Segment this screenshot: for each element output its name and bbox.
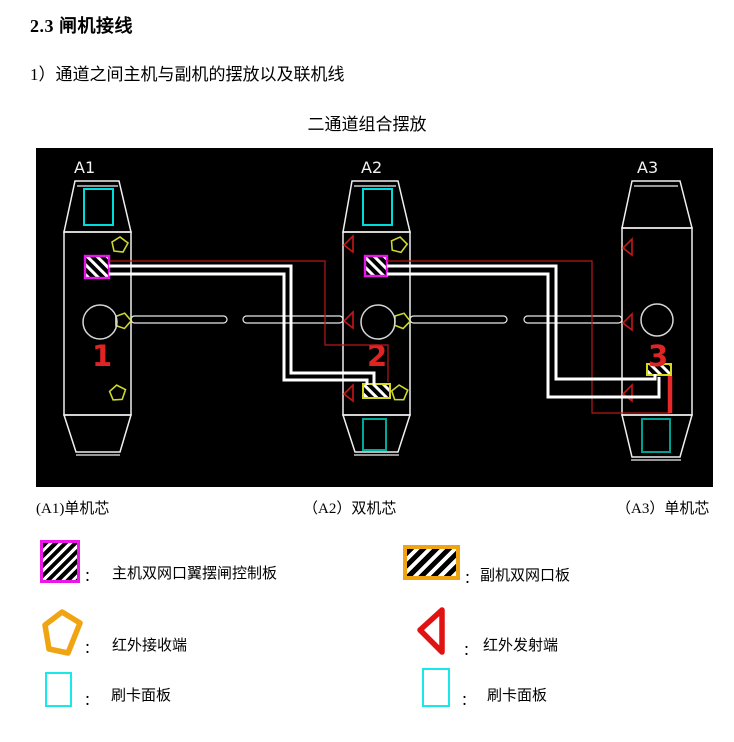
network-cable [387, 264, 657, 381]
caption-a2: （A2）双机芯 [303, 501, 397, 517]
machine-a1-bottom-cap [62, 414, 133, 453]
machine-a3-top-cap [621, 180, 693, 229]
legend-ir-emitter-label: 红外发射端 [483, 638, 559, 654]
legend-slave-board-icon [403, 545, 460, 580]
machine-a2: A2 2 [341, 158, 413, 456]
network-cable [109, 264, 376, 385]
master-board-icon [83, 254, 111, 280]
figure-title: 二通道组合摆放 [307, 115, 427, 134]
ir-emitter-icon [622, 238, 633, 256]
network-cable [387, 272, 661, 399]
caption-a1: (A1)单机芯 [36, 501, 110, 517]
machine-a2-label: A2 [361, 158, 382, 177]
machine-a2-number: 2 [367, 339, 387, 373]
legend-ir-receiver-label: 红外接收端 [112, 638, 188, 654]
legend-separator: ： [84, 694, 98, 709]
legend-ir-receiver-icon [42, 609, 83, 656]
legend-separator: ： [463, 644, 477, 659]
master-board-icon [363, 254, 389, 278]
card-reader-icon [641, 418, 671, 453]
ir-emitter-icon [622, 313, 633, 331]
machine-a3-bottom-cap [621, 414, 693, 458]
machine-a2-bottom-cap [341, 414, 412, 453]
ir-receiver-icon [107, 382, 128, 403]
list-item-1-text: 1）通道之间主机与副机的摆放以及联机线 [30, 65, 345, 84]
signal-wires [109, 260, 670, 414]
gate-wing-arms [130, 315, 623, 324]
network-cable [109, 272, 369, 385]
machine-a3-label: A3 [637, 158, 658, 177]
card-reader-icon [83, 188, 114, 226]
machine-a1: A1 1 [62, 158, 134, 456]
ir-emitter-icon [343, 311, 354, 329]
signal-wire-a2-a3 [387, 260, 670, 414]
ir-emitter-icon [622, 384, 633, 402]
wing-arm [130, 315, 228, 324]
gate-mechanism [82, 304, 118, 340]
machine-a3: A3 3 [621, 158, 693, 461]
legend-master-board-icon [40, 540, 80, 583]
legend-card-reader-label-2: 刷卡面板 [487, 688, 548, 704]
wiring-diagram-svg: A1 1 A2 2 A3 [62, 158, 693, 461]
section-heading: 2.3 闸机接线 [30, 16, 133, 36]
legend-separator: ： [464, 572, 478, 587]
machine-a1-label: A1 [74, 158, 95, 177]
wiring-diagram: A1 1 A2 2 A3 [36, 148, 713, 487]
wing-arm [409, 315, 508, 324]
card-reader-icon [362, 188, 393, 226]
wing-arm [523, 315, 623, 324]
gate-mechanism [360, 304, 396, 340]
legend-card-reader-icon [45, 672, 72, 707]
ir-emitter-icon [343, 235, 354, 253]
slave-board-icon [646, 363, 672, 376]
legend-separator: ： [84, 570, 98, 585]
ir-receiver-icon [390, 383, 410, 402]
legend-ir-emitter-icon [417, 607, 445, 655]
wing-arm [242, 315, 344, 324]
legend-separator: ： [84, 642, 98, 657]
card-reader-icon [362, 418, 387, 451]
ir-receiver-icon [111, 236, 129, 253]
legend-separator: ： [461, 694, 475, 709]
ir-receiver-icon [389, 235, 409, 254]
signal-wire-a1-a2 [109, 260, 389, 382]
gate-mechanism [640, 303, 674, 337]
machine-a1-number: 1 [92, 339, 112, 373]
caption-a3: （A3）单机芯 [616, 501, 710, 517]
slave-board-icon [362, 383, 391, 399]
network-cables [109, 264, 661, 399]
ir-emitter-icon [343, 384, 354, 402]
legend-card-reader-label: 刷卡面板 [111, 688, 172, 704]
legend-slave-board-label: 副机双网口板 [480, 568, 571, 584]
legend-master-board-label: 主机双网口翼摆闸控制板 [112, 566, 278, 582]
machine-a3-number: 3 [648, 339, 668, 373]
legend-card-reader-icon-2 [422, 668, 450, 707]
